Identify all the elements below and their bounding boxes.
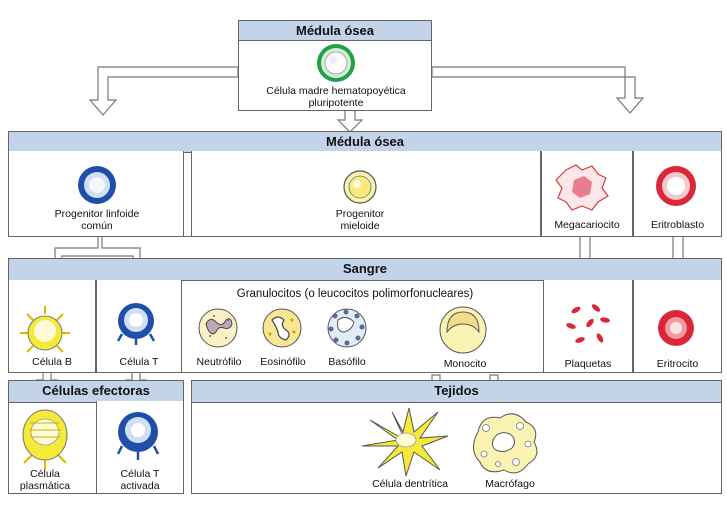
megakaryocyte-icon <box>555 164 609 211</box>
basophil-label: Basófilo <box>328 356 366 368</box>
macrophage-icon <box>473 413 538 474</box>
lymphoid-progenitor-icon <box>78 166 116 204</box>
b-cell-icon <box>20 306 70 353</box>
t-cell-label: Célula T <box>119 356 159 368</box>
plasma-cell-label: Célula plasmática <box>19 468 71 492</box>
monocyte-label: Monocito <box>443 358 487 370</box>
granulocytes-title: Granulocitos (o leucocitos polimorfonucl… <box>236 288 474 300</box>
megakaryocyte-label: Megacariocito <box>554 219 620 231</box>
erythrocyte-label: Eritrocito <box>656 358 699 370</box>
plasma-cell-icon <box>22 409 68 470</box>
erythrocyte-icon <box>658 310 694 346</box>
dendritic-cell-label: Célula dentrítica <box>372 478 448 490</box>
activated-t-cell-label: Célula T activada <box>120 468 160 492</box>
macrophage-label: Macrófago <box>485 478 535 490</box>
b-cell-label: Célula B <box>32 356 72 368</box>
platelets-label: Plaquetas <box>564 358 612 370</box>
monocyte-icon <box>439 306 487 354</box>
neutrophil-label: Neutrófilo <box>196 356 242 368</box>
stem-cell-label: Célula madre hematopoyética pluripotente <box>266 85 406 109</box>
stem-cell-icon <box>317 44 355 82</box>
top-marrow-box: Médula ósea Célula madre hematopoyética … <box>238 20 432 111</box>
basophil-icon <box>327 308 367 348</box>
neutrophil-icon <box>198 308 238 348</box>
top-marrow-header: Médula ósea <box>239 21 431 41</box>
eosinophil-icon <box>262 308 302 348</box>
dendritic-cell-icon <box>361 407 449 477</box>
lymphoid-label: Progenitor linfoide común <box>54 208 140 232</box>
activated-t-cell-icon <box>116 412 160 460</box>
erythroblast-icon <box>656 166 696 206</box>
myeloid-label: Progenitor mieloide <box>335 208 385 232</box>
tissues-header: Tejidos <box>192 381 721 403</box>
eosinophil-label: Eosinófilo <box>260 356 306 368</box>
erythroblast-label: Eritroblasto <box>650 219 705 231</box>
blood-header: Sangre <box>9 259 721 281</box>
t-cell-icon <box>116 303 156 345</box>
myeloid-progenitor-icon <box>343 170 377 204</box>
tissues-box: Tejidos <box>191 380 722 494</box>
platelets-icon <box>566 304 610 343</box>
